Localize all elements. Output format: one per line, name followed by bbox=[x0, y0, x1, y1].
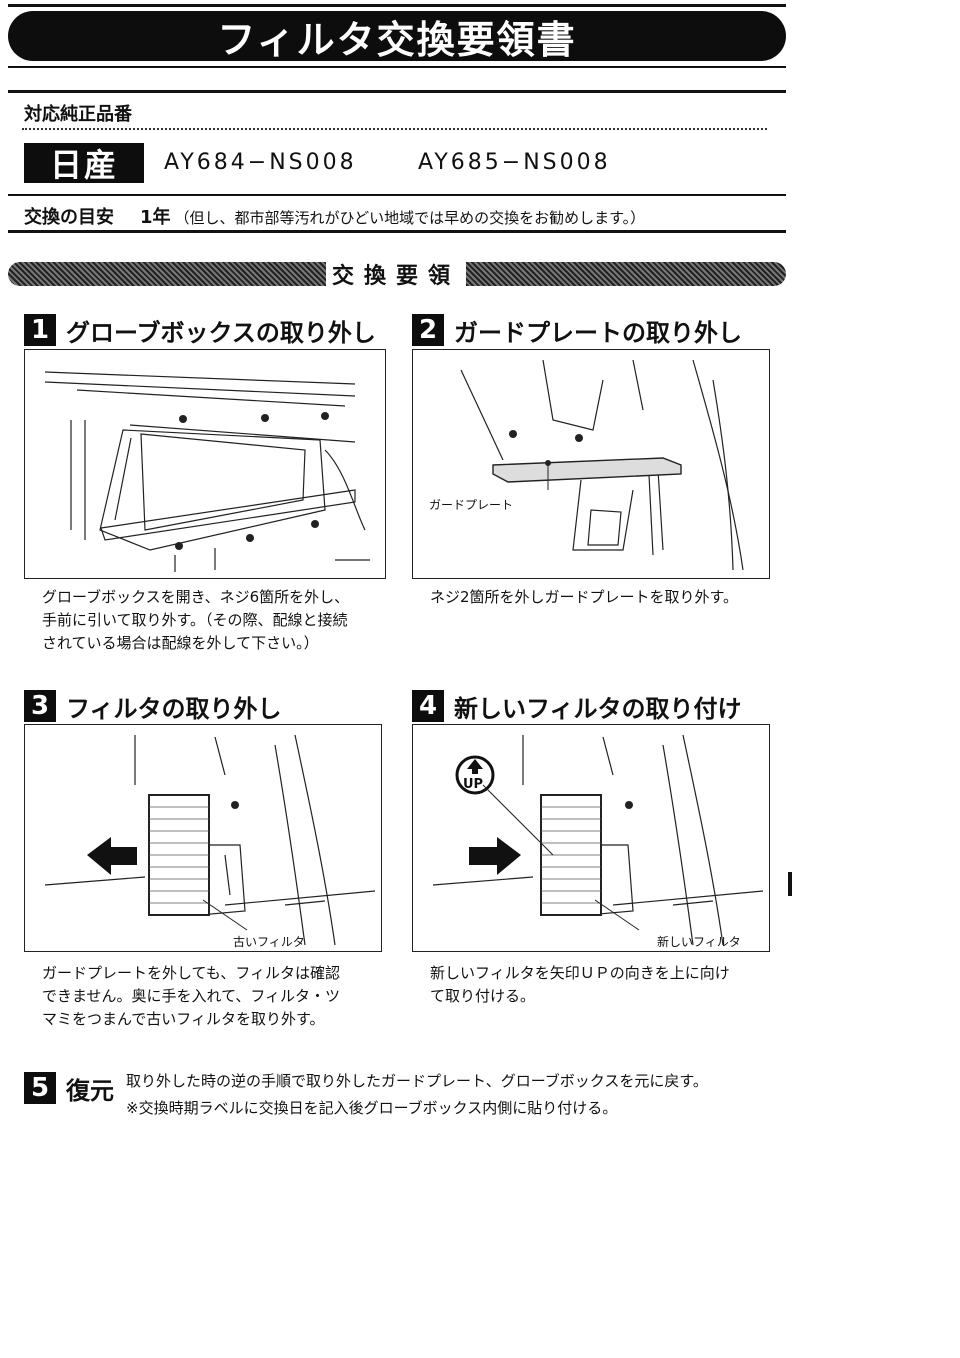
step-3-illustration: 古いフィルタ bbox=[24, 724, 382, 952]
parts-top-rule bbox=[8, 90, 786, 93]
guard-plate-callout: ガードプレート bbox=[429, 498, 514, 512]
old-filter-drawing bbox=[44, 734, 376, 946]
interval-bottom-rule bbox=[8, 230, 786, 233]
step-5-caption: 取り外した時の逆の手順で取り外したガードプレート、グローブボックスを元に戻す。 … bbox=[126, 1070, 708, 1120]
step-4-caption: 新しいフィルタを矢印ＵＰの向きを上に向け て取り付ける。 bbox=[430, 962, 730, 1008]
insert-arrow-icon bbox=[469, 837, 521, 875]
step-4-number: 4 bbox=[412, 690, 444, 722]
remove-arrow-icon bbox=[87, 837, 137, 875]
step-1-caption: グローブボックスを開き、ネジ6箇所を外し、 手前に引いて取り外す。（その際、配線… bbox=[42, 586, 349, 655]
maker-badge: 日産 bbox=[24, 143, 144, 184]
step-3-number: 3 bbox=[24, 690, 56, 722]
step-2-caption: ネジ2箇所を外しガードプレートを取り外す。 bbox=[430, 586, 738, 609]
glovebox-drawing bbox=[44, 371, 370, 572]
step-2-number: 2 bbox=[412, 314, 444, 346]
step-3-caption-line: できません。奥に手を入れて、フィルタ・ツ bbox=[42, 987, 341, 1005]
step-4-title: 新しいフィルタの取り付け bbox=[454, 694, 742, 723]
guard-plate-drawing bbox=[460, 359, 744, 571]
step-1-illustration bbox=[24, 349, 386, 579]
step-3-caption-line: ガードプレートを外しても、フィルタは確認 bbox=[42, 964, 341, 982]
title-underline bbox=[8, 66, 786, 68]
section-title: 交換要領 bbox=[326, 258, 466, 290]
page-title: フィルタ交換要領書 bbox=[217, 17, 577, 62]
step-1-number: 1 bbox=[24, 314, 56, 346]
step-1-caption-line: 手前に引いて取り外す。（その際、配線と接続 bbox=[42, 611, 348, 629]
interval-note: （但し、都市部等汚れがひどい地域では早めの交換をお勧めします。） bbox=[174, 209, 646, 227]
parts-label: 対応純正品番 bbox=[24, 104, 132, 125]
step-3-caption: ガードプレートを外しても、フィルタは確認 できません。奥に手を入れて、フィルタ・… bbox=[42, 962, 340, 1031]
step-2-heading: 2 ガードプレートの取り外し bbox=[412, 312, 742, 348]
step-4-caption-line: 新しいフィルタを矢印ＵＰの向きを上に向け bbox=[430, 964, 730, 982]
part-number-1: AY684−NS008 bbox=[164, 150, 357, 175]
step-2-caption-line: ネジ2箇所を外しガードプレートを取り外す。 bbox=[430, 588, 739, 606]
top-rule bbox=[8, 4, 786, 7]
up-mark-icon bbox=[455, 755, 495, 795]
step-5-caption-note: ※交換時期ラベルに交換日を記入後グローブボックス内側に貼り付ける。 bbox=[126, 1099, 618, 1117]
step-5-title: 復元 bbox=[66, 1076, 114, 1105]
parts-divider bbox=[22, 128, 767, 130]
new-filter-callout: 新しいフィルタ bbox=[657, 935, 741, 949]
new-filter-drawing bbox=[432, 734, 764, 946]
interval-top-rule bbox=[8, 194, 786, 196]
step-4-caption-line: て取り付ける。 bbox=[430, 987, 536, 1005]
step-2-illustration: ガードプレート bbox=[412, 349, 770, 579]
step-1-heading: 1 グローブボックスの取り外し bbox=[24, 312, 376, 348]
step-1-title: グローブボックスの取り外し bbox=[66, 318, 376, 347]
step-1-caption-line: されている場合は配線を外して下さい。） bbox=[42, 634, 319, 652]
old-filter-callout: 古いフィルタ bbox=[233, 935, 305, 949]
step-5-number: 5 bbox=[24, 1072, 56, 1104]
interval-label: 交換の目安 bbox=[24, 207, 114, 228]
step-4-heading: 4 新しいフィルタの取り付け bbox=[412, 688, 742, 724]
title-banner: フィルタ交換要領書 bbox=[8, 11, 786, 62]
step-3-title: フィルタの取り外し bbox=[66, 694, 282, 723]
up-mark-label: UP bbox=[463, 777, 484, 792]
step-1-caption-line: グローブボックスを開き、ネジ6箇所を外し、 bbox=[42, 588, 350, 606]
step-5-heading: 5 復元 bbox=[24, 1070, 114, 1106]
step-4-illustration: UP 新しいフィルタ bbox=[412, 724, 770, 952]
step-5-caption-line: 取り外した時の逆の手順で取り外したガードプレート、グローブボックスを元に戻す。 bbox=[126, 1072, 708, 1090]
margin-mark bbox=[788, 872, 792, 896]
step-3-caption-line: マミをつまんで古いフィルタを取り外す。 bbox=[42, 1010, 325, 1028]
part-number-2: AY685−NS008 bbox=[418, 150, 611, 175]
interval-value: 1年 bbox=[140, 207, 171, 228]
interval-row: 交換の目安 1年 （但し、都市部等汚れがひどい地域では早めの交換をお勧めします。… bbox=[24, 203, 645, 229]
step-2-title: ガードプレートの取り外し bbox=[454, 318, 742, 347]
step-3-heading: 3 フィルタの取り外し bbox=[24, 688, 282, 724]
